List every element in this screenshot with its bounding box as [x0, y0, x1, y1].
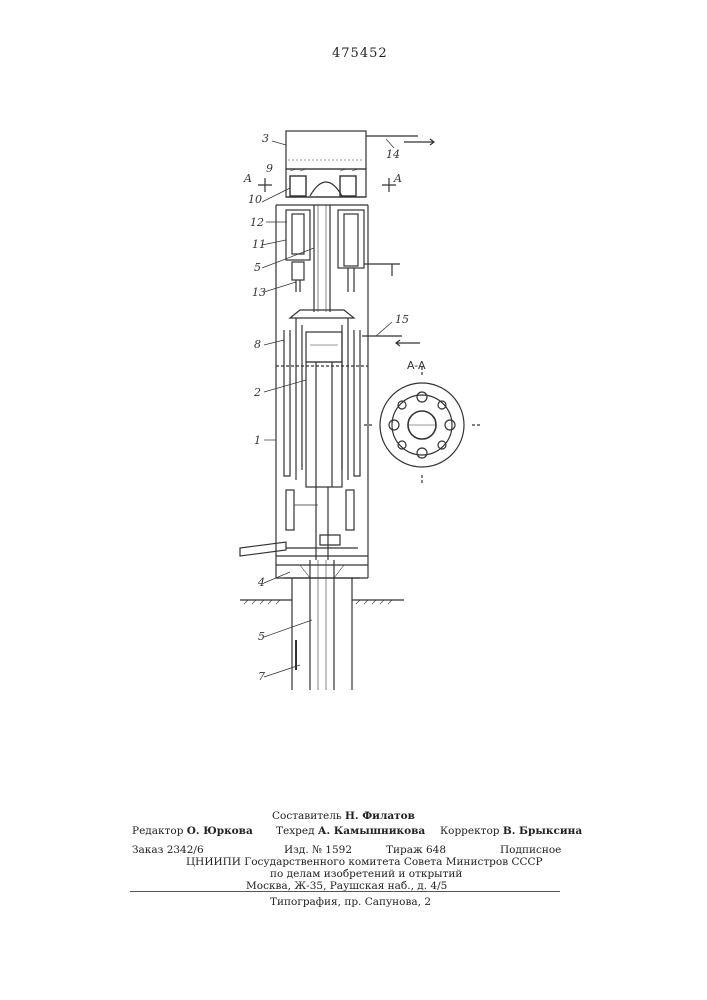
tech-editor: Техред А. Камышникова	[276, 825, 425, 837]
subscription: Подписное	[500, 844, 561, 856]
central-rod	[314, 205, 330, 312]
base-flange	[276, 565, 368, 578]
label-1: 1	[254, 434, 261, 447]
order-number: Заказ 2342/6	[132, 844, 204, 856]
compiler-role: Составитель	[272, 810, 342, 822]
right-cylinder	[338, 210, 400, 292]
tech-role: Техред	[276, 825, 315, 837]
label-a-left: A	[244, 172, 252, 185]
well-pipe	[292, 560, 352, 690]
compiler-name: Н. Филатов	[345, 810, 415, 822]
label-12: 12	[250, 216, 264, 229]
corrector-role: Корректор	[440, 825, 500, 837]
corrector: Корректор В. Брыксина	[440, 825, 582, 837]
label-4: 4	[258, 576, 265, 589]
label-3: 3	[262, 132, 269, 145]
organization: ЦНИИПИ Государственного комитета Совета …	[186, 856, 543, 868]
label-8: 8	[254, 338, 261, 351]
imprint-divider	[130, 891, 560, 892]
lower-assembly	[240, 487, 368, 560]
piston-cap	[290, 310, 354, 480]
compiler: Составитель Н. Филатов	[272, 810, 415, 822]
editor-role: Редактор	[132, 825, 183, 837]
tech-name: А. Камышникова	[318, 825, 425, 837]
section-marks	[258, 178, 396, 192]
editor: Редактор О. Юркова	[132, 825, 253, 837]
inner-piston	[306, 332, 342, 487]
section-title: A-A	[407, 359, 426, 372]
cross-section-a-a	[364, 367, 480, 483]
label-14: 14	[386, 148, 400, 161]
label-15: 15	[395, 313, 409, 326]
label-10: 10	[248, 193, 262, 206]
organization-2: по делам изобретений и открытий	[270, 868, 462, 880]
ground-line	[240, 600, 404, 604]
label-5-bottom: 5	[258, 630, 265, 643]
label-11: 11	[252, 238, 266, 251]
label-9: 9	[266, 162, 273, 175]
top-clamps	[290, 176, 356, 196]
head-block	[286, 131, 366, 197]
print-run: Тираж 648	[386, 844, 446, 856]
corrector-name: В. Брыксина	[503, 825, 582, 837]
label-13: 13	[252, 286, 266, 299]
editor-name: О. Юркова	[187, 825, 253, 837]
printer: Типография, пр. Сапунова, 2	[270, 896, 431, 908]
label-7: 7	[258, 670, 265, 683]
label-a-right: A	[394, 172, 402, 185]
label-5-top: 5	[254, 261, 261, 274]
label-2: 2	[254, 386, 261, 399]
izd-number: Изд. № 1592	[284, 844, 352, 856]
leader-lines	[262, 139, 394, 677]
